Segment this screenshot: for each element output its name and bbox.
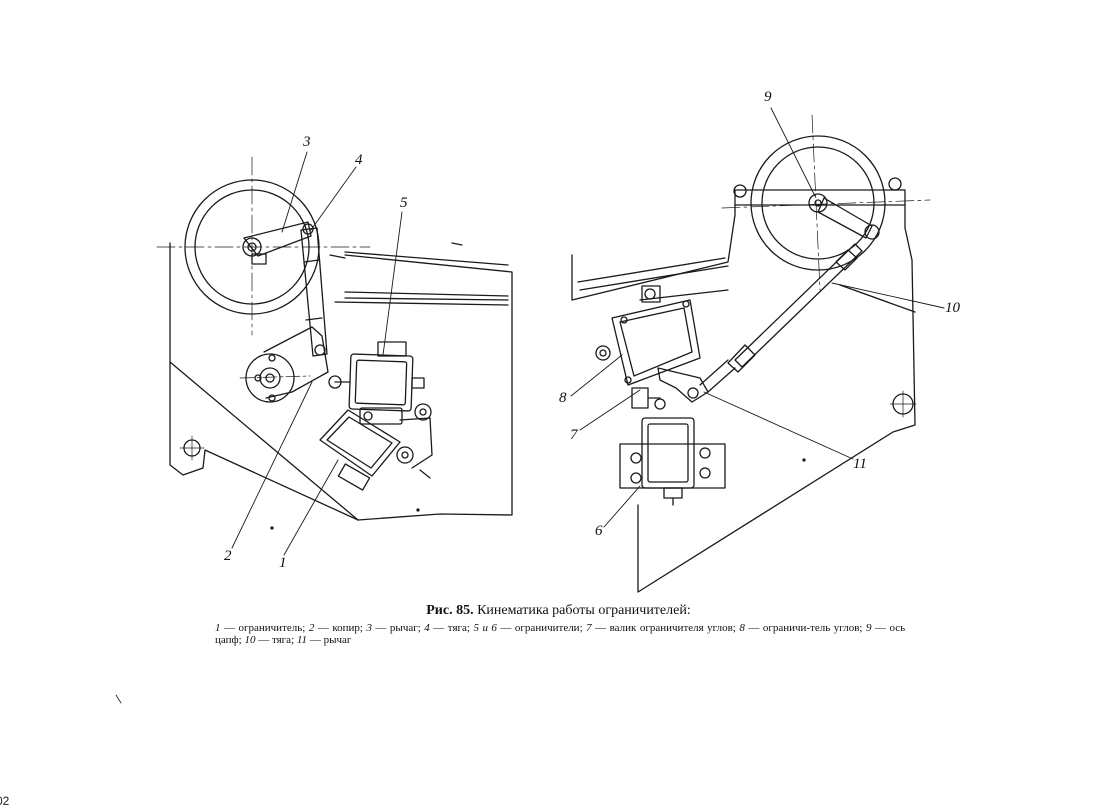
figure-legend: 1 — ограничитель; 2 — копир; 3 — рычаг; … xyxy=(215,622,905,646)
callout-4: 4 xyxy=(355,152,363,168)
right-shaft-7 xyxy=(631,387,666,410)
right-rod-10 xyxy=(699,243,863,393)
callout-6: 6 xyxy=(595,523,603,539)
right-limiter-6 xyxy=(619,417,726,506)
legend-item: 1 — ограничитель; xyxy=(215,622,306,634)
right-frame xyxy=(571,189,916,593)
legend-item: 2 — копир; xyxy=(308,622,363,634)
callout-9: 9 xyxy=(764,89,772,105)
page-number: 02 xyxy=(0,794,10,808)
callout-7: 7 xyxy=(570,427,578,443)
right-lever-11 xyxy=(657,367,709,403)
callout-10: 10 xyxy=(945,300,960,316)
right-frame-rails xyxy=(577,257,729,301)
callout-2: 2 xyxy=(224,548,232,564)
figure-number: Рис. 85. xyxy=(426,603,474,618)
legend-item: 5 и 6 — ограничители; xyxy=(473,622,583,634)
legend-item: 8 — ограничи-тель углов; xyxy=(739,622,863,634)
figure-title: Кинематика работы ограничителей: xyxy=(477,603,691,618)
figure-caption-title: Рис. 85. Кинематика работы ограничителей… xyxy=(0,603,1117,619)
callout-5: 5 xyxy=(400,195,408,211)
legend-item: 10 — тяга; xyxy=(244,634,295,646)
left-leaders xyxy=(231,151,403,556)
right-frame-diag xyxy=(839,284,916,313)
legend-item: 9 — ось цапф; xyxy=(215,622,906,646)
legend-item: 4 — тяга; xyxy=(424,622,470,634)
legend-item: 11 — рычаг xyxy=(296,634,352,646)
legend-item: 3 — рычаг; xyxy=(366,622,421,634)
left-limiter-1 xyxy=(319,403,433,491)
right-leaders xyxy=(570,107,945,528)
callout-8: 8 xyxy=(559,390,567,406)
left-frame-rail xyxy=(334,251,509,306)
left-wheel xyxy=(156,156,371,336)
left-assembly xyxy=(156,151,513,556)
callout-11: 11 xyxy=(853,456,867,472)
right-limiter-8 xyxy=(595,285,701,386)
legend-item: 7 — валик ограничителя углов; xyxy=(586,622,736,634)
callout-1: 1 xyxy=(279,555,287,571)
right-trunnion-9 xyxy=(808,193,880,240)
left-copier-2 xyxy=(239,326,329,403)
right-wheel xyxy=(721,114,931,291)
left-frame xyxy=(169,242,513,521)
left-limiter-5 xyxy=(328,341,425,412)
left-frame-diag xyxy=(169,361,359,521)
right-assembly xyxy=(570,107,945,593)
callout-3: 3 xyxy=(303,134,311,150)
